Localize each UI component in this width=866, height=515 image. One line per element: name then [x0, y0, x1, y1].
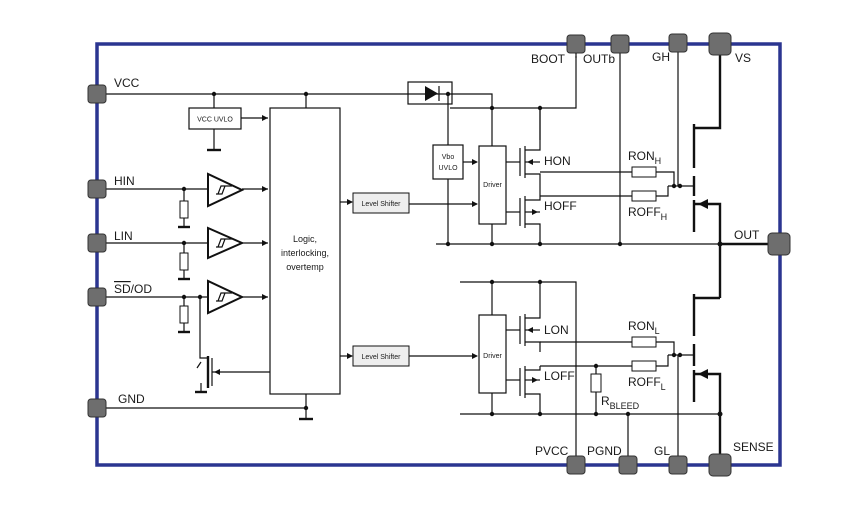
label-r-bleed: RBLEED	[601, 394, 640, 411]
level-shifter-high	[352, 192, 410, 214]
vcc-uvlo-label: VCC UVLO	[197, 117, 233, 124]
label-gnd: GND	[118, 392, 145, 406]
logic-block	[269, 107, 341, 395]
label-gl: GL	[654, 444, 670, 458]
pad-pgnd	[618, 455, 638, 475]
sd-schmitt-buffer	[207, 279, 245, 315]
driver-high	[478, 145, 507, 225]
level-shifter-low-label: Level Shifter	[362, 354, 402, 361]
pad-out	[767, 232, 791, 256]
pad-sense	[708, 453, 732, 477]
ron-h-resistor	[631, 166, 657, 178]
pad-outb	[610, 34, 630, 54]
label-pgnd: PGND	[587, 444, 622, 458]
label-pvcc: PVCC	[535, 444, 569, 458]
label-lon: LON	[544, 323, 569, 337]
driver-low	[478, 314, 507, 394]
pad-sd-od	[87, 287, 107, 307]
vbo-uvlo-label-1: Vbo	[442, 154, 455, 161]
pad-gnd	[87, 398, 107, 418]
pad-hin	[87, 179, 107, 199]
label-hon: HON	[544, 154, 571, 168]
label-hin: HIN	[114, 174, 135, 188]
vbo-uvlo-label-2: UVLO	[438, 165, 458, 172]
label-sense: SENSE	[733, 440, 774, 454]
driver-high-label: Driver	[483, 182, 502, 189]
roff-h-resistor	[631, 190, 657, 202]
pad-gh	[668, 33, 688, 53]
hin-schmitt-buffer	[207, 172, 245, 208]
label-vcc: VCC	[114, 76, 140, 90]
label-ron-h: RONH	[628, 149, 661, 166]
label-vs: VS	[735, 51, 751, 65]
logic-label-3: overtemp	[286, 262, 324, 272]
label-outb: OUTb	[583, 52, 615, 66]
pad-vs	[708, 32, 732, 56]
label-sd-od: SD/OD	[114, 282, 152, 296]
level-shifter-high-label: Level Shifter	[362, 201, 402, 208]
label-sd-bar: SD	[114, 282, 131, 296]
label-boot: BOOT	[531, 52, 566, 66]
r-bleed-resistor	[590, 373, 602, 393]
pad-boot	[566, 34, 586, 54]
label-roff-h: ROFFH	[628, 205, 667, 222]
label-out: OUT	[734, 228, 760, 242]
pad-pvcc	[566, 455, 586, 475]
label-roff-l: ROFFL	[628, 375, 666, 392]
label-od: /OD	[131, 282, 153, 296]
label-gh: GH	[652, 50, 670, 64]
label-ron-l: RONL	[628, 319, 660, 336]
label-loff: LOFF	[544, 369, 575, 383]
pad-vcc	[87, 84, 107, 104]
label-hoff: HOFF	[544, 199, 577, 213]
ron-l-resistor	[631, 336, 657, 348]
pad-gl	[668, 455, 688, 475]
logic-label-1: Logic,	[293, 234, 317, 244]
label-lin: LIN	[114, 229, 133, 243]
logic-label-2: interlocking,	[281, 248, 329, 258]
pad-lin	[87, 233, 107, 253]
vcc-net	[97, 93, 493, 108]
roff-l-resistor	[631, 360, 657, 372]
vbo-uvlo-block	[432, 144, 464, 180]
bootstrap-diode	[425, 86, 438, 101]
driver-low-label: Driver	[483, 353, 502, 360]
lin-schmitt-buffer	[207, 226, 245, 260]
